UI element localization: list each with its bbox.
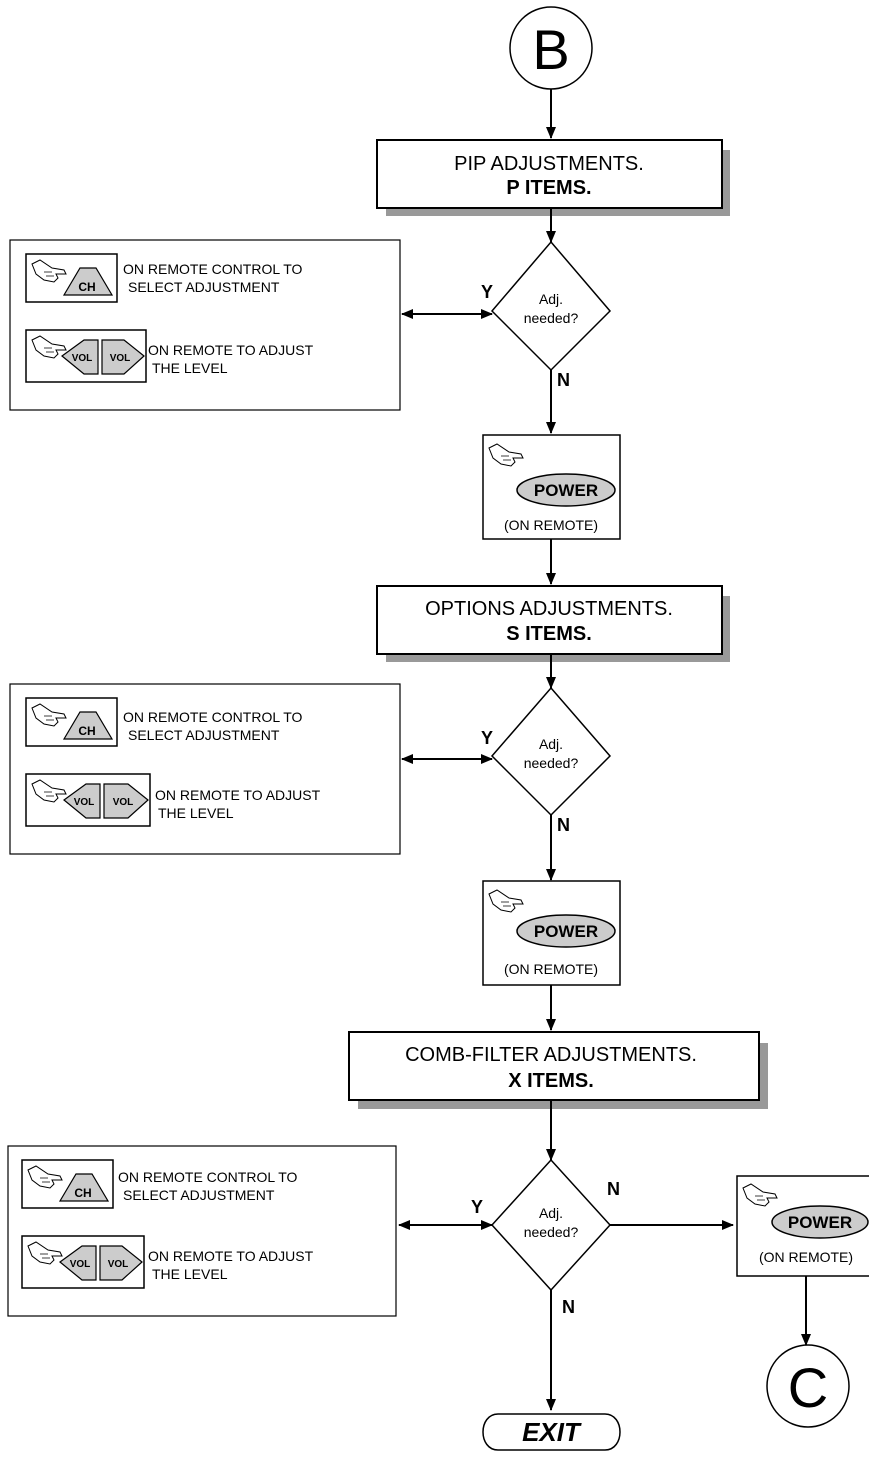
svg-text:ON REMOTE CONTROL TO: ON REMOTE CONTROL TO	[118, 1169, 298, 1185]
svg-text:ON REMOTE CONTROL TO: ON REMOTE CONTROL TO	[123, 261, 303, 277]
svg-text:ON REMOTE TO ADJUST: ON REMOTE TO ADJUST	[148, 342, 314, 358]
power-box-2: POWER (ON REMOTE)	[482, 880, 621, 986]
svg-text:POWER: POWER	[788, 1213, 852, 1232]
svg-text:needed?: needed?	[524, 1224, 579, 1240]
svg-text:SELECT ADJUSTMENT: SELECT ADJUSTMENT	[128, 727, 280, 743]
no-label: N	[562, 1297, 575, 1317]
svg-text:EXIT: EXIT	[522, 1417, 582, 1447]
svg-text:ON REMOTE CONTROL TO: ON REMOTE CONTROL TO	[123, 709, 303, 725]
svg-text:VOL: VOL	[110, 353, 131, 364]
start-connector: B	[509, 6, 593, 90]
svg-text:SELECT ADJUSTMENT: SELECT ADJUSTMENT	[123, 1187, 275, 1203]
no-right-label: N	[607, 1179, 620, 1199]
process-box-comb-filter: COMB-FILTER ADJUSTMENTS. X ITEMS.	[348, 1031, 768, 1109]
power-button-icon	[516, 473, 616, 507]
svg-text:VOL: VOL	[72, 353, 93, 364]
svg-text:SELECT ADJUSTMENT: SELECT ADJUSTMENT	[128, 279, 280, 295]
vol-right-icon	[101, 339, 145, 375]
svg-text:X ITEMS.: X ITEMS.	[508, 1070, 594, 1092]
decision-diamond-3: Adj. needed?	[490, 1158, 612, 1292]
svg-text:OPTIONS ADJUSTMENTS.: OPTIONS ADJUSTMENTS.	[425, 598, 673, 620]
svg-text:VOL: VOL	[108, 1259, 129, 1270]
svg-text:C: C	[788, 1356, 828, 1419]
vol-right-icon	[99, 1245, 143, 1281]
svg-text:POWER: POWER	[534, 481, 598, 500]
instruction-box-1: CH ON REMOTE CONTROL TO SELECT ADJUSTMEN…	[9, 239, 401, 411]
svg-text:ON REMOTE TO ADJUST: ON REMOTE TO ADJUST	[155, 787, 321, 803]
svg-text:Adj.: Adj.	[539, 291, 563, 307]
yes-label: Y	[481, 282, 493, 302]
svg-text:B: B	[532, 18, 569, 81]
svg-text:THE LEVEL: THE LEVEL	[152, 360, 228, 376]
ch-button-icon	[62, 711, 114, 740]
ch-button-icon	[62, 267, 114, 296]
end-connector: C	[766, 1344, 850, 1428]
svg-text:VOL: VOL	[74, 797, 95, 808]
power-button-icon	[516, 914, 616, 948]
decision-diamond-2: Adj. needed?	[490, 686, 612, 817]
svg-text:(ON REMOTE): (ON REMOTE)	[504, 961, 598, 977]
svg-text:PIP ADJUSTMENTS.: PIP ADJUSTMENTS.	[454, 153, 644, 175]
svg-text:Adj.: Adj.	[539, 1205, 563, 1221]
vol-right-icon	[103, 783, 149, 819]
process-box-options: OPTIONS ADJUSTMENTS. S ITEMS.	[376, 585, 730, 662]
svg-text:(ON REMOTE): (ON REMOTE)	[504, 517, 598, 533]
svg-text:POWER: POWER	[534, 922, 598, 941]
vol-left-icon	[63, 783, 101, 819]
instruction-box-3: CH ON REMOTE CONTROL TO SELECT ADJUSTMEN…	[7, 1145, 397, 1317]
vol-left-icon	[59, 1245, 97, 1281]
svg-text:CH: CH	[78, 724, 95, 738]
svg-text:S ITEMS.: S ITEMS.	[506, 623, 592, 645]
svg-text:COMB-FILTER ADJUSTMENTS.: COMB-FILTER ADJUSTMENTS.	[405, 1044, 697, 1066]
power-box-3: POWER (ON REMOTE)	[736, 1175, 869, 1277]
svg-text:VOL: VOL	[113, 797, 134, 808]
process-box-pip: PIP ADJUSTMENTS. P ITEMS.	[376, 139, 730, 216]
no-label: N	[557, 815, 570, 835]
ch-button-icon	[58, 1173, 110, 1202]
svg-text:THE LEVEL: THE LEVEL	[152, 1266, 228, 1282]
svg-text:ON REMOTE TO ADJUST: ON REMOTE TO ADJUST	[148, 1248, 314, 1264]
yes-label: Y	[471, 1197, 483, 1217]
svg-text:Adj.: Adj.	[539, 736, 563, 752]
svg-text:CH: CH	[78, 280, 95, 294]
no-label: N	[557, 370, 570, 390]
power-button-icon	[771, 1205, 869, 1239]
svg-text:THE LEVEL: THE LEVEL	[158, 805, 234, 821]
vol-left-icon	[61, 339, 99, 375]
svg-text:needed?: needed?	[524, 755, 579, 771]
svg-text:P ITEMS.: P ITEMS.	[506, 177, 591, 199]
svg-text:VOL: VOL	[70, 1259, 91, 1270]
decision-diamond-1: Adj. needed?	[490, 240, 612, 372]
power-box-1: POWER (ON REMOTE)	[482, 434, 621, 540]
exit-terminator: EXIT	[482, 1413, 621, 1451]
svg-text:CH: CH	[74, 1186, 91, 1200]
instruction-box-2: CH ON REMOTE CONTROL TO SELECT ADJUSTMEN…	[9, 683, 401, 855]
svg-text:(ON REMOTE): (ON REMOTE)	[759, 1249, 853, 1265]
svg-text:needed?: needed?	[524, 310, 579, 326]
yes-label: Y	[481, 728, 493, 748]
